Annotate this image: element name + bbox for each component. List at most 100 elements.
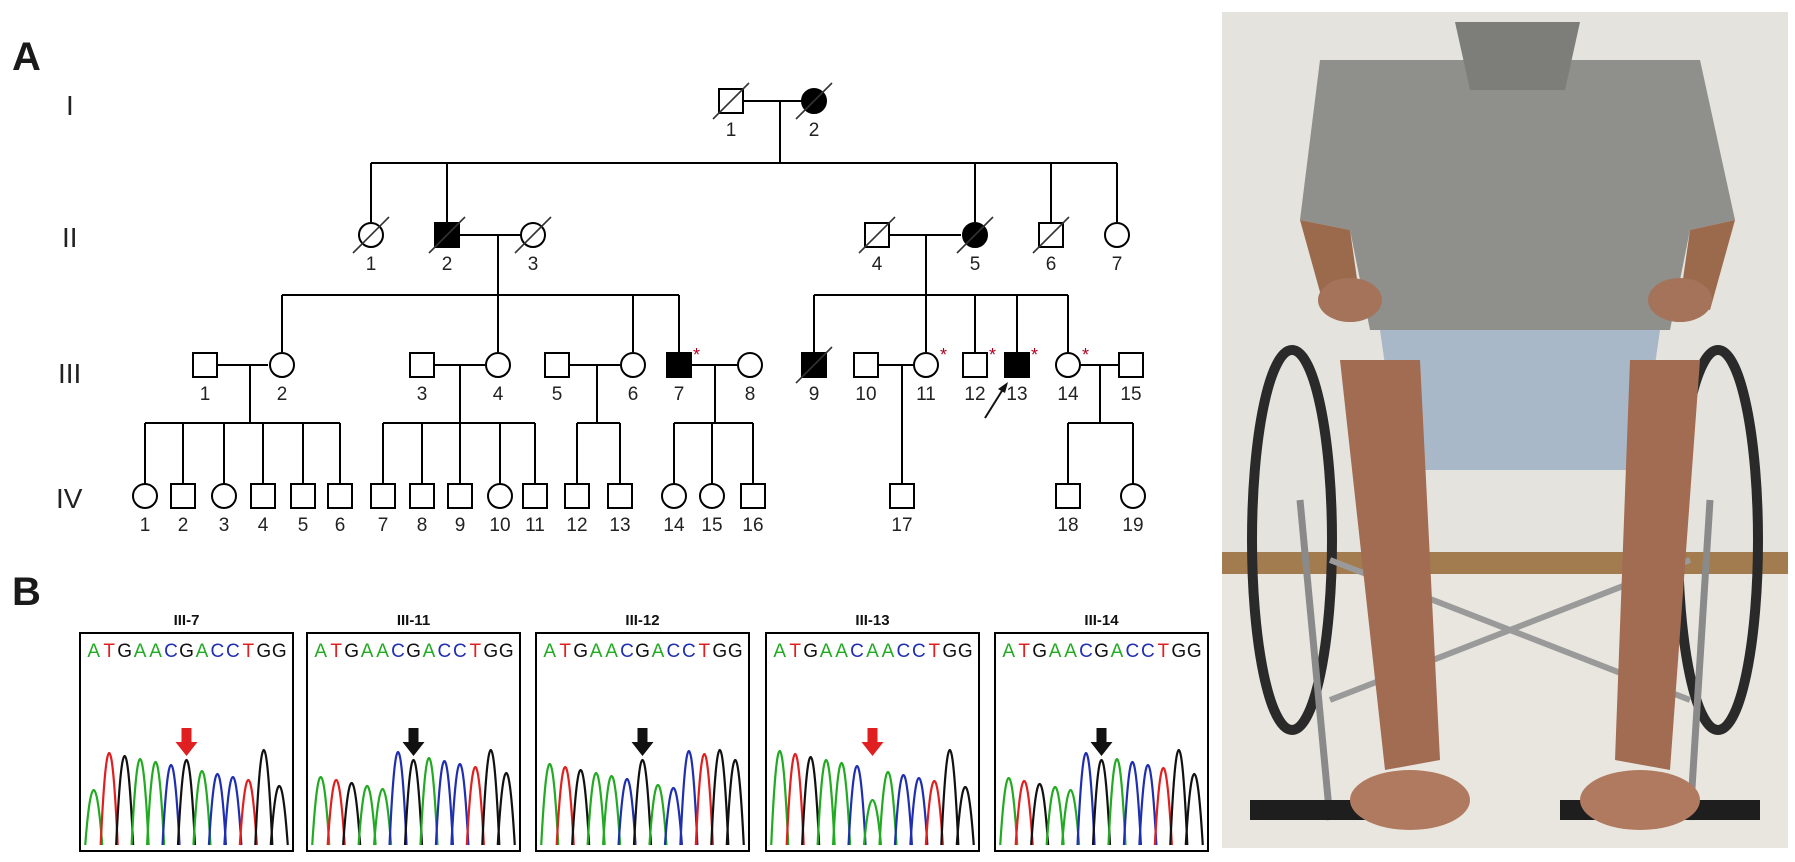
sequence-base: A <box>882 641 895 662</box>
female-symbol <box>485 352 511 378</box>
sequence-base: A <box>1064 641 1077 662</box>
trace-peak <box>223 775 243 846</box>
individual-number: 1 <box>366 254 377 275</box>
sequence-base: C <box>1079 641 1093 662</box>
male-symbol <box>447 483 473 509</box>
trace-peak <box>388 750 408 846</box>
generation-label-iii: III <box>58 358 81 389</box>
panel-label-a: A <box>12 35 41 79</box>
black-arrow-icon <box>631 728 654 756</box>
male-symbol <box>666 352 692 378</box>
male-symbol <box>544 352 570 378</box>
sequence-base: G <box>573 641 588 662</box>
trace-peak <box>770 750 790 846</box>
deceased-slash <box>858 216 896 254</box>
pedigree-individual-iv-2: 2 <box>170 483 196 536</box>
deceased-slash <box>956 216 994 254</box>
deceased-slash <box>428 216 466 254</box>
trace-peak <box>862 798 883 846</box>
pedigree-individual-iii-3: 3 <box>409 352 435 405</box>
trace-peak <box>1138 764 1158 846</box>
individual-number: 3 <box>417 384 428 405</box>
tested-marker: * <box>693 345 700 365</box>
sequence-base: G <box>1094 641 1109 662</box>
trace-peak <box>648 784 668 846</box>
trace-peak <box>311 775 331 846</box>
chromatogram-title: III-7 <box>174 612 200 629</box>
pedigree-individual-iv-19: 19 <box>1120 483 1146 536</box>
sequence-base: A <box>1002 641 1015 662</box>
trace-peak <box>496 772 516 846</box>
individual-number: 2 <box>809 120 820 141</box>
pedigree-individual-iii-14: 14* <box>1055 345 1089 405</box>
male-symbol <box>740 483 766 509</box>
pedigree-individual-iii-2: 2 <box>269 352 295 405</box>
sequence-base: C <box>391 641 405 662</box>
trace-peak <box>161 764 181 846</box>
sequence-base: T <box>103 641 115 662</box>
trace-peak <box>372 788 393 846</box>
individual-number: 3 <box>528 254 539 275</box>
trace-peak <box>955 786 975 846</box>
red-arrow-icon <box>861 728 884 756</box>
sequence-base: C <box>682 641 696 662</box>
trace-peak <box>571 769 591 846</box>
male-symbol <box>889 483 915 509</box>
trace-peak <box>1076 751 1096 846</box>
individual-number: 1 <box>140 515 151 536</box>
pedigree-individual-ii-1: 1 <box>352 216 390 275</box>
sequence-base: T <box>243 641 255 662</box>
trace-peak <box>434 759 455 846</box>
trace-peak <box>785 752 805 846</box>
male-symbol <box>1118 352 1144 378</box>
pedigree-individual-iv-4: 4 <box>250 483 276 536</box>
individual-number: 5 <box>970 254 981 275</box>
sequence-base: G <box>1032 641 1047 662</box>
trace-peak <box>601 774 622 846</box>
male-symbol <box>192 352 218 378</box>
trace-peak <box>84 789 104 846</box>
black-arrow-icon <box>402 728 425 756</box>
individual-number: 13 <box>609 515 630 536</box>
trace-peak <box>176 758 197 846</box>
male-symbol <box>853 352 879 378</box>
pedigree-individual-iv-15: 15 <box>699 483 725 536</box>
pedigree-individual-iii-4: 4 <box>485 352 511 405</box>
individual-number: 17 <box>891 515 912 536</box>
male-symbol <box>607 483 633 509</box>
trace-peak <box>130 757 150 846</box>
pedigree-individual-iv-7: 7 <box>370 483 396 536</box>
pedigree-individual-iii-9: 9 <box>795 346 833 405</box>
male-symbol <box>250 483 276 509</box>
trace-peak <box>342 781 362 846</box>
trace-peak <box>540 763 560 846</box>
male-symbol <box>962 352 988 378</box>
tested-marker: * <box>1031 345 1038 365</box>
female-symbol <box>661 483 687 509</box>
sequence-base: A <box>652 641 665 662</box>
trace-peak <box>326 778 346 846</box>
pedigree-individual-iii-11: 11* <box>913 345 947 405</box>
trace-peak <box>1060 789 1081 846</box>
male-symbol <box>1055 483 1081 509</box>
trace-peak <box>1014 779 1034 846</box>
pedigree-individual-iv-5: 5 <box>290 483 316 536</box>
panel-label-b: B <box>12 570 41 614</box>
sequence-base: C <box>1141 641 1155 662</box>
individual-number: 15 <box>1120 384 1141 405</box>
pedigree-individual-iv-10: 10 <box>487 483 513 536</box>
sequence-base: T <box>330 641 342 662</box>
individual-number: 4 <box>493 384 504 405</box>
sequence-base: C <box>438 641 452 662</box>
sequence-base: G <box>728 641 743 662</box>
individual-number: 1 <box>726 120 737 141</box>
individual-number: 6 <box>335 515 346 536</box>
individual-number: 2 <box>178 515 189 536</box>
trace-peak <box>450 763 470 846</box>
sequence-base: G <box>179 641 194 662</box>
sequence-base: A <box>149 641 162 662</box>
